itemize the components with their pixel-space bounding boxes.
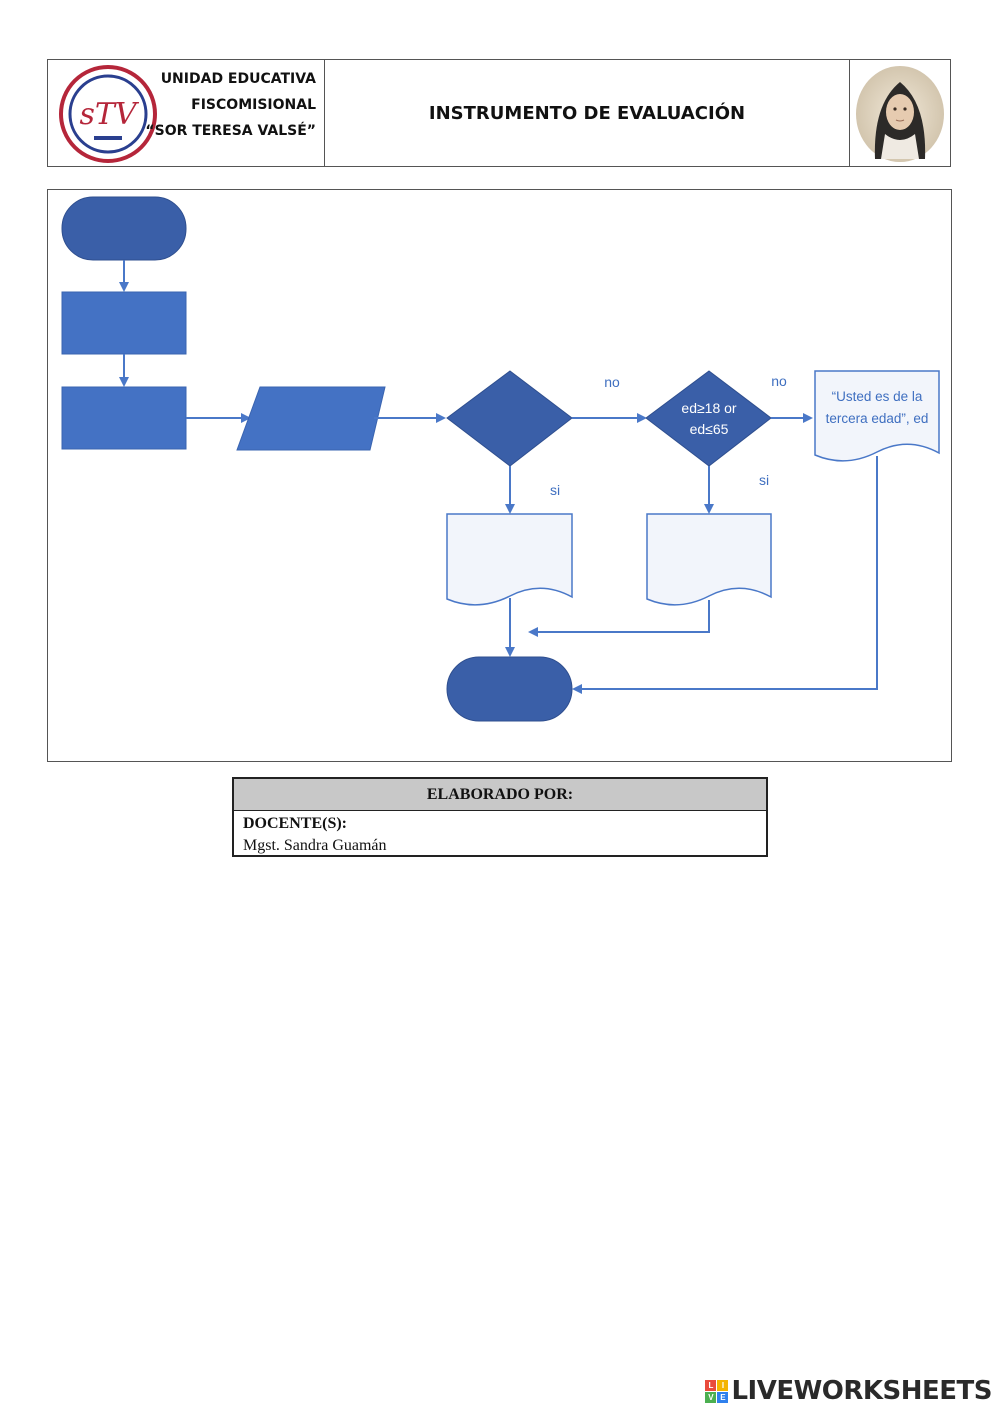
school-name: UNIDAD EDUCATIVA FISCOMISIONAL “SOR TERE… <box>145 66 316 144</box>
flowchart-frame: no ed≥18 or ed≤65 no “Usted es de la ter… <box>47 189 952 762</box>
arrow-doc3-end <box>572 456 878 694</box>
liveworksheets-logo[interactable]: L I V E LIVEWORKSHEETS <box>705 1376 992 1406</box>
school-line-2: FISCOMISIONAL <box>191 97 316 113</box>
document-output-2[interactable] <box>646 513 772 606</box>
arrow-doc2-join <box>528 600 710 637</box>
end-terminator[interactable] <box>446 656 573 722</box>
title-cell: INSTRUMENTO DE EVALUACIÓN <box>325 60 850 166</box>
start-terminator[interactable] <box>61 196 187 261</box>
decision-2[interactable] <box>645 370 772 467</box>
decision-2-line-2: ed≤65 <box>690 421 729 437</box>
liveworksheets-text: LIVEWORKSHEETS <box>731 1376 992 1406</box>
document-output-3[interactable] <box>814 370 940 462</box>
process-box-1[interactable] <box>61 291 187 355</box>
docente-name: Mgst. Sandra Guamán <box>243 837 387 854</box>
liveworksheets-grid-icon: L I V E <box>705 1379 729 1403</box>
document-3-line-2: tercera edad”, ed <box>826 411 929 426</box>
label-si-2: si <box>759 472 769 488</box>
document-title: INSTRUMENTO DE EVALUACIÓN <box>428 102 746 124</box>
label-no-1: no <box>604 374 620 390</box>
school-line-1: UNIDAD EDUCATIVA <box>160 71 316 87</box>
flowchart-diagram: no ed≥18 or ed≤65 no “Usted es de la ter… <box>61 196 940 722</box>
portrait-cell <box>850 60 950 166</box>
school-line-3: “SOR TERESA VALSÉ” <box>145 123 316 139</box>
portrait-image <box>856 66 944 162</box>
elaborado-heading: ELABORADO POR: <box>234 779 766 811</box>
header-table: sTV UNIDAD EDUCATIVA FISCOMISIONAL “SOR … <box>47 59 951 167</box>
docente-label: DOCENTE(S): <box>243 815 348 832</box>
process-box-2[interactable] <box>61 386 187 450</box>
label-si-1: si <box>550 482 560 498</box>
decision-2-line-1: ed≥18 or <box>681 400 737 416</box>
input-parallelogram[interactable] <box>236 386 386 451</box>
school-cell: sTV UNIDAD EDUCATIVA FISCOMISIONAL “SOR … <box>48 60 325 166</box>
school-logo: sTV <box>59 65 157 163</box>
elaborado-table: ELABORADO POR: DOCENTE(S): Mgst. Sandra … <box>232 777 768 857</box>
elaborado-body: DOCENTE(S): Mgst. Sandra Guamán <box>234 811 766 859</box>
label-no-2: no <box>771 373 787 389</box>
document-output-1[interactable] <box>446 513 573 606</box>
decision-1[interactable] <box>446 370 573 467</box>
document-3-line-1: “Usted es de la <box>832 389 923 404</box>
school-logo-text: sTV <box>79 97 139 132</box>
